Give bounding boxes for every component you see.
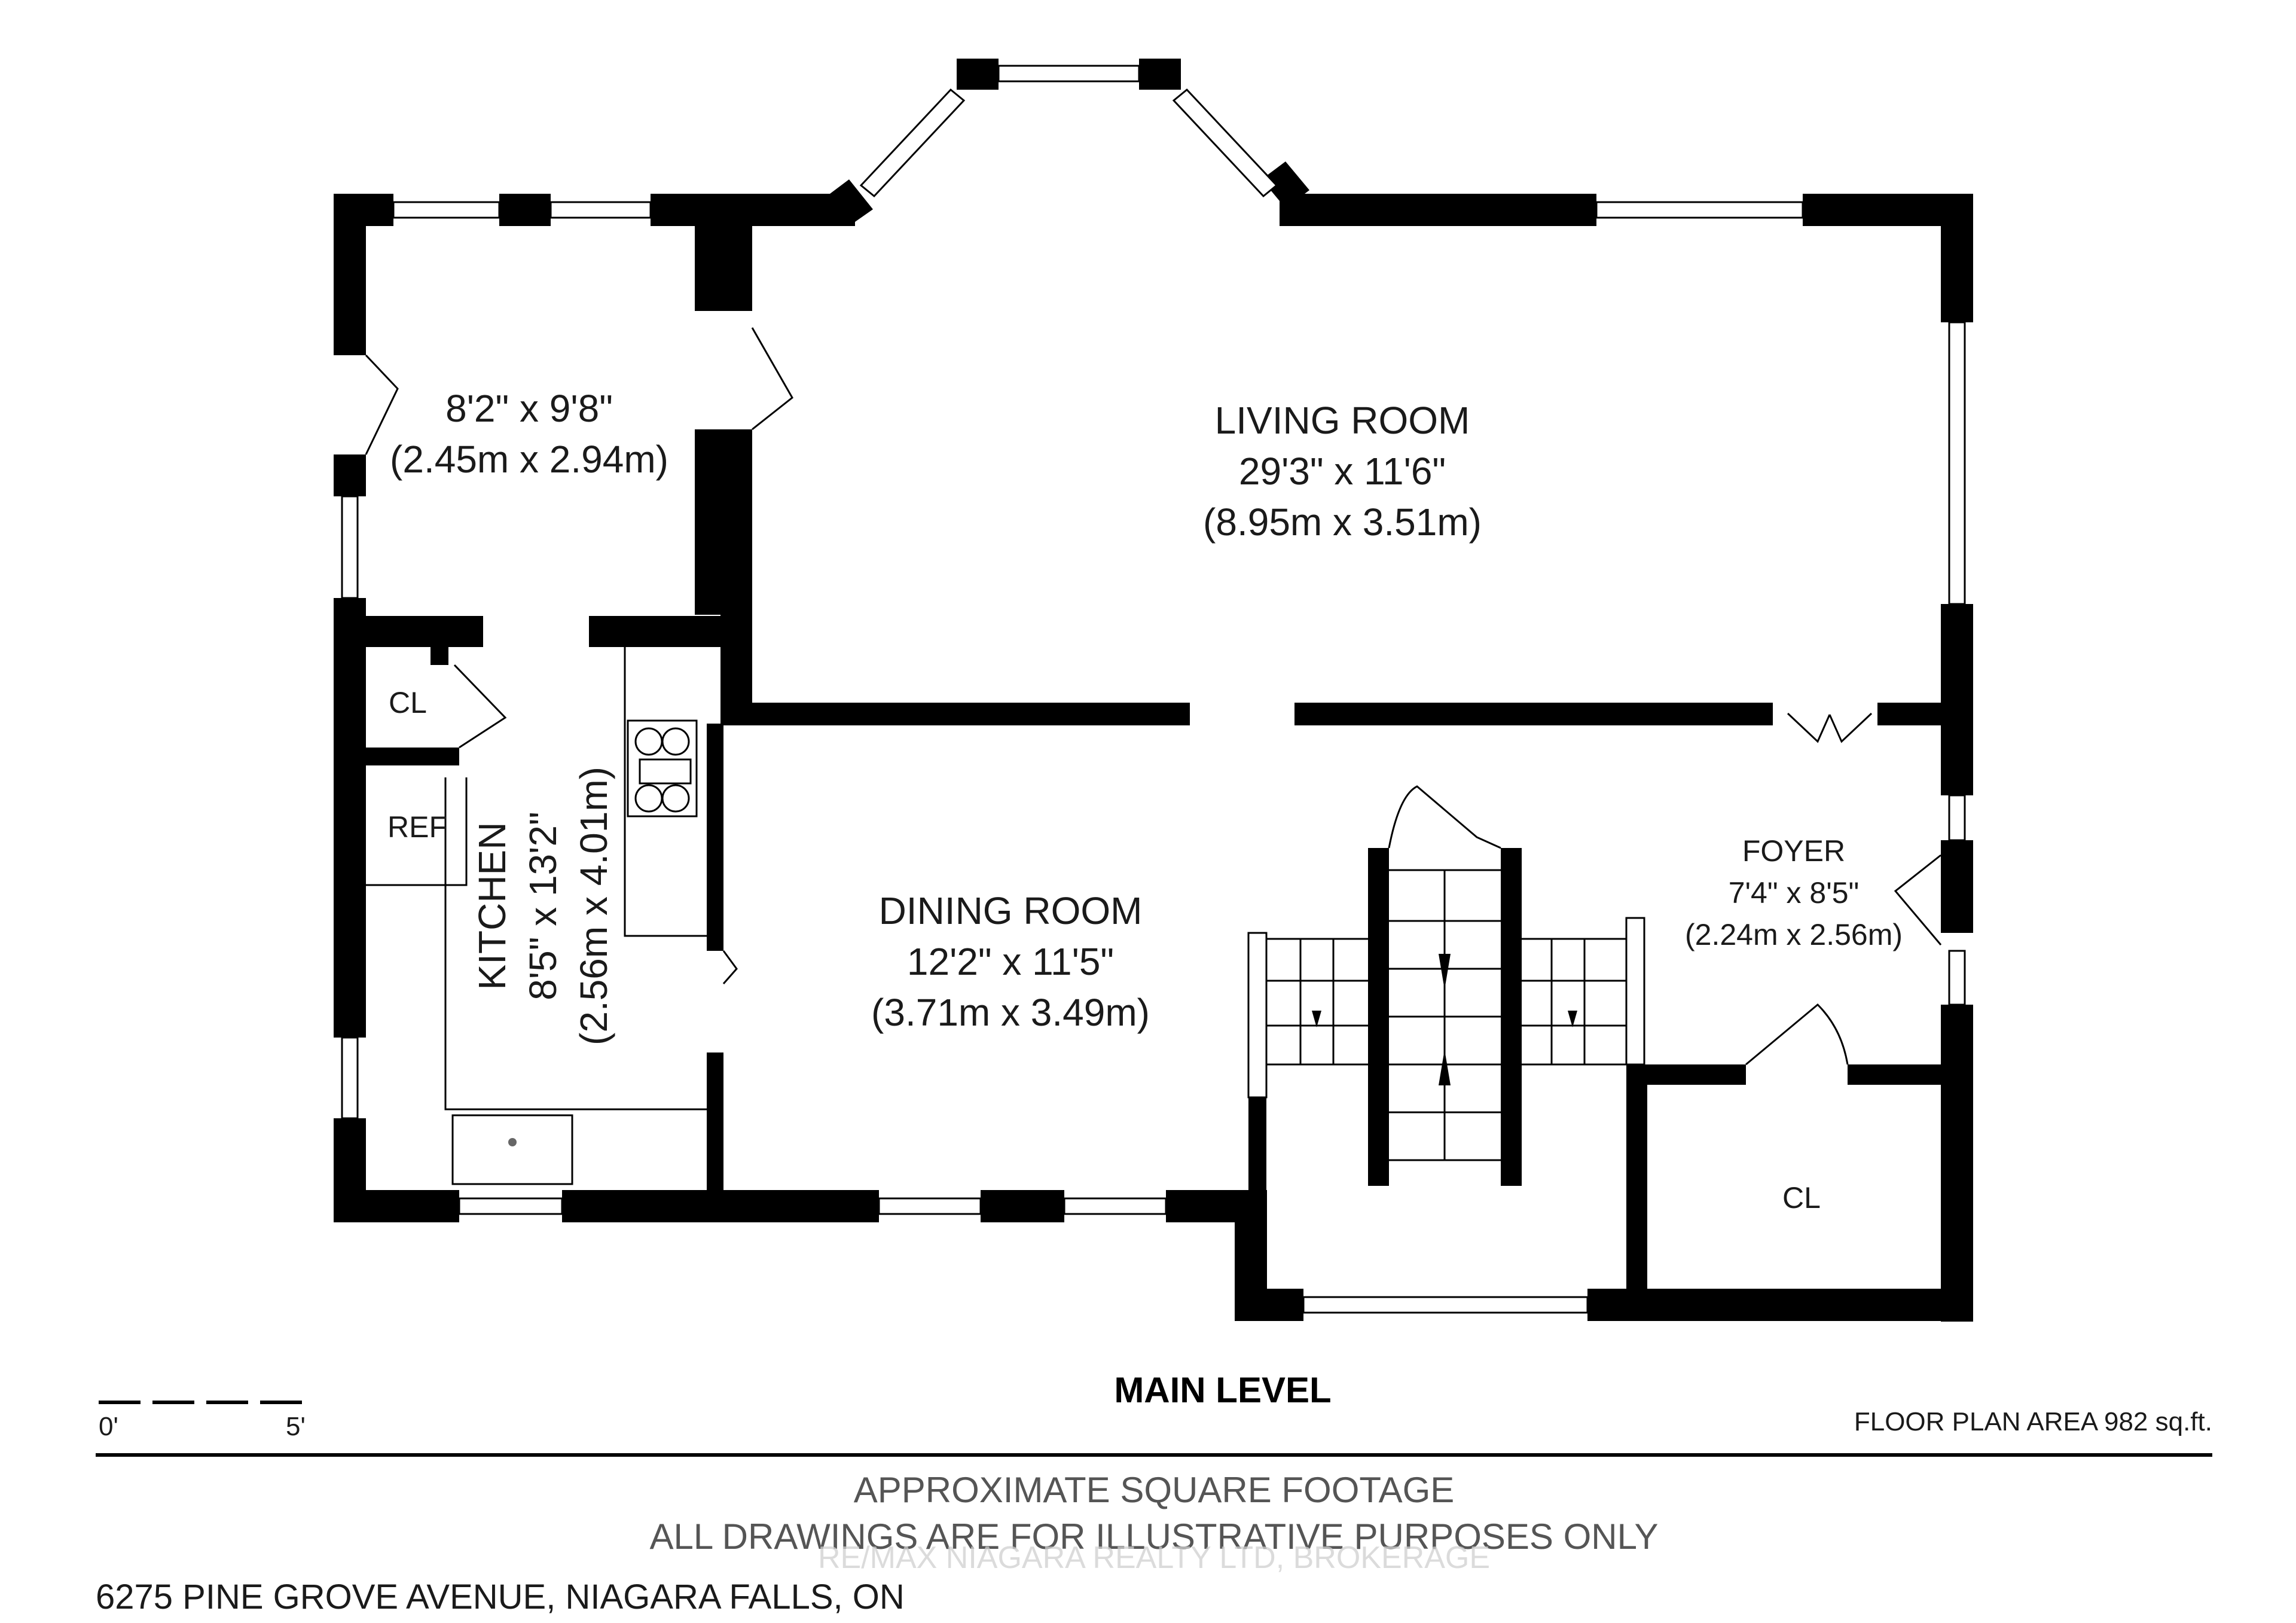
foyer-name: FOYER bbox=[1742, 834, 1845, 868]
watermark: RE/MAX NIAGARA REALTY LTD, BROKERAGE bbox=[818, 1540, 1490, 1575]
closet-label-kitchen: CL bbox=[389, 686, 427, 719]
living-room-dims-m: (8.95m x 3.51m) bbox=[1203, 501, 1482, 544]
dining-room-dims-ft: 12'2" x 11'5" bbox=[907, 940, 1114, 983]
interior-walls bbox=[334, 221, 1973, 1301]
bedroom-dims-ft: 8'2" x 9'8" bbox=[445, 387, 613, 430]
kitchen-dims-ft: 8'5" x 13'2" bbox=[521, 812, 564, 1000]
bedroom-dims-m: (2.45m x 2.94m) bbox=[390, 438, 668, 481]
kitchen-fixtures bbox=[366, 647, 707, 1185]
level-title: MAIN LEVEL bbox=[1114, 1370, 1331, 1410]
scale-start-label: 0' bbox=[99, 1412, 118, 1441]
living-room-name: LIVING ROOM bbox=[1215, 399, 1470, 442]
kitchen-name: KITCHEN bbox=[471, 822, 514, 990]
fridge-label: REF bbox=[387, 810, 447, 844]
footer-note-approximate: APPROXIMATE SQUARE FOOTAGE bbox=[854, 1470, 1455, 1510]
exterior-walls bbox=[334, 59, 1973, 1322]
floor-plan-area: FLOOR PLAN AREA 982 sq.ft. bbox=[1854, 1407, 2212, 1436]
room-labels: 8'2" x 9'8" (2.45m x 2.94m) LIVING ROOM … bbox=[387, 387, 1903, 1215]
stairs bbox=[1247, 869, 1645, 1161]
footer-note-illustrative: ALL DRAWINGS ARE FOR ILLUSTRATIVE PURPOS… bbox=[649, 1517, 1658, 1557]
scale-end-label: 5' bbox=[286, 1412, 306, 1441]
scale-bar: 0' 5' bbox=[99, 1401, 306, 1441]
footer-divider bbox=[96, 1453, 2212, 1457]
closet-label-foyer: CL bbox=[1782, 1181, 1821, 1215]
living-room-dims-ft: 29'3" x 11'6" bbox=[1239, 450, 1446, 493]
foyer-dims-m: (2.24m x 2.56m) bbox=[1685, 918, 1903, 951]
dining-room-name: DINING ROOM bbox=[879, 889, 1143, 932]
kitchen-dims-m: (2.56m x 4.01m) bbox=[572, 767, 615, 1045]
doors bbox=[365, 327, 1942, 1066]
windows bbox=[341, 65, 1966, 1314]
dining-room-dims-m: (3.71m x 3.49m) bbox=[871, 991, 1150, 1034]
property-address: 6275 PINE GROVE AVENUE, NIAGARA FALLS, O… bbox=[96, 1578, 905, 1616]
foyer-dims-ft: 7'4" x 8'5" bbox=[1729, 876, 1860, 910]
